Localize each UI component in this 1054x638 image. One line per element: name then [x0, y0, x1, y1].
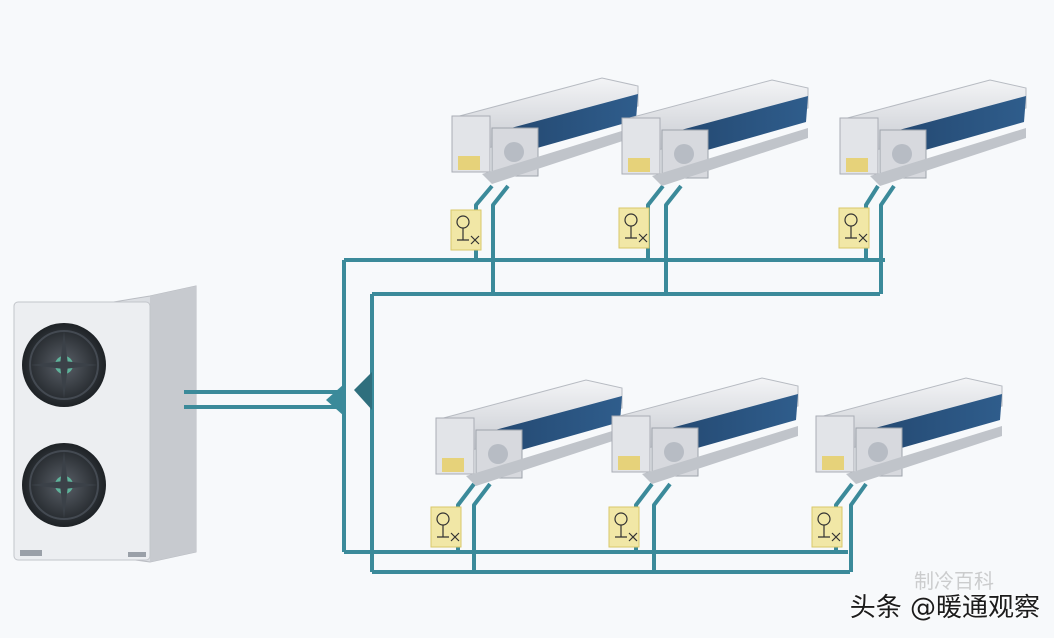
expansion-valve-icon — [811, 506, 843, 548]
indoor-unit-icon — [815, 377, 1003, 484]
indoor-unit-icon — [435, 379, 623, 486]
expansion-valve-icon — [450, 209, 482, 251]
indoor-unit-icon — [451, 77, 639, 184]
expansion-valve-icon — [838, 207, 870, 249]
expansion-valve-icon — [430, 506, 462, 548]
refrigerant-piping — [184, 184, 896, 574]
expansion-valve-icon — [618, 207, 650, 249]
indoor-unit-icon — [611, 377, 799, 484]
watermark-ghost: 制冷百科 — [914, 569, 994, 593]
outdoor-unit-icon — [13, 285, 197, 563]
indoor-unit-icon — [839, 79, 1027, 186]
watermark: 头条 @暖通观察 — [849, 593, 1040, 623]
indoor-unit-icon — [621, 79, 809, 186]
branch-joint-icon — [326, 372, 372, 416]
expansion-valve-icon — [608, 506, 640, 548]
fan-icon — [22, 323, 106, 407]
fan-icon — [22, 443, 106, 527]
